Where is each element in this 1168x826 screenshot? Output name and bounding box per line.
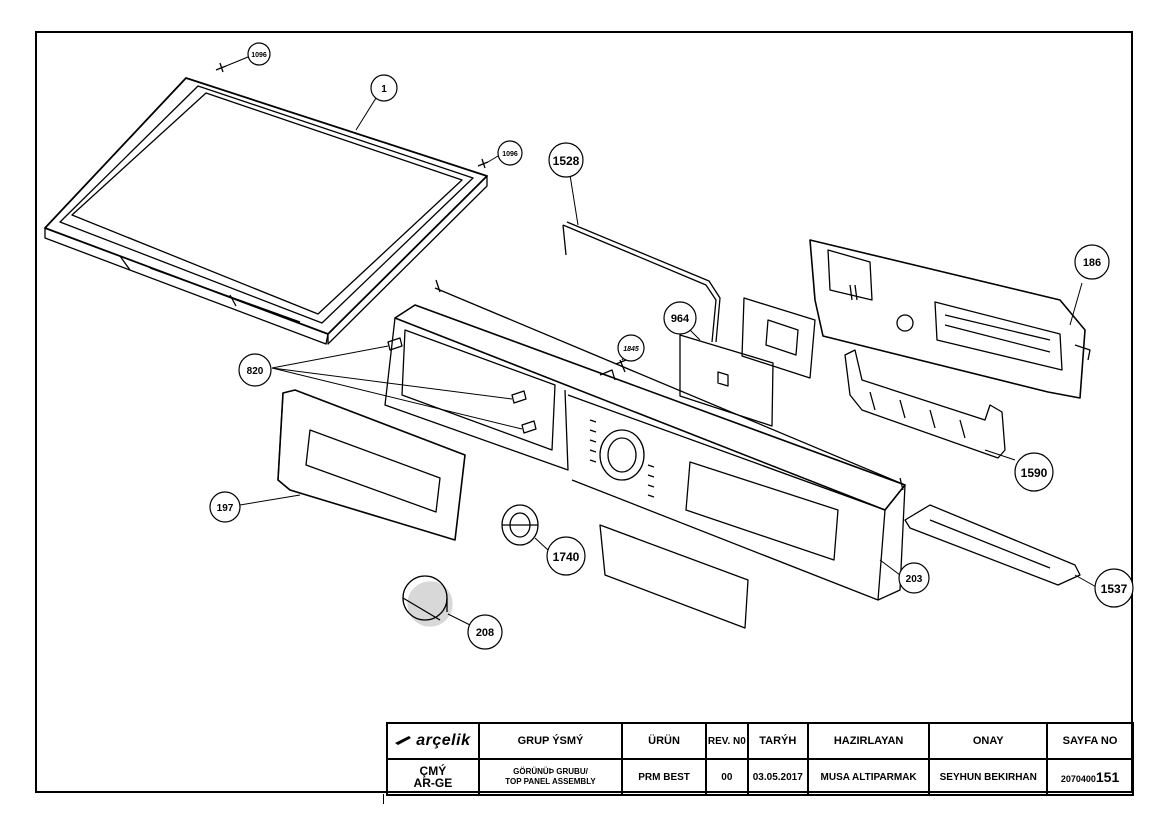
callout-820: 820 [238,353,272,387]
control-board-186 [809,239,1091,399]
screw-panel-right [899,477,904,491]
header-product: ÜRÜN [621,722,707,760]
connector-block [741,297,816,379]
svg-text:1845: 1845 [623,346,639,353]
callout-1537: 1537 [1094,568,1134,608]
svg-text:1: 1 [381,84,387,95]
part-1537 [904,504,1081,586]
page-no-value: 2070400151 [1046,758,1134,796]
drawer-front-197 [277,389,466,541]
header-approval: ONAY [928,722,1049,760]
knob-208 [402,575,453,627]
callout-1528: 1528 [548,142,584,178]
screw-1845 [615,359,627,373]
logo-text: arçelik [416,732,471,749]
callout-208: 208 [467,614,503,650]
display-window-film [599,524,749,629]
clips-820 [387,337,537,434]
frame-tick-mark [383,794,384,804]
callout-203: 203 [898,562,930,594]
svg-text:197: 197 [217,503,234,514]
header-page-no: SAYFA NO [1046,722,1134,760]
svg-text:186: 186 [1083,257,1101,269]
svg-text:964: 964 [671,313,690,325]
logo-mark-icon [395,736,412,745]
header-rev-no: REV. N0 [704,722,749,760]
svg-text:203: 203 [906,574,923,585]
control-panel-housing-203 [384,287,906,601]
header-group-name: GRUP ÝSMÝ [477,722,624,760]
logo-cell: arçelik [386,722,480,760]
prepared-by-value: MUSA ALTIPARMAK [806,758,931,796]
wire-rod-1528 [562,221,721,343]
callout-186: 186 [1074,244,1110,280]
callout-1590: 1590 [1014,452,1054,492]
callout-1740: 1740 [546,536,586,576]
callout-1096-right: 1096 [497,140,523,166]
svg-text:1096: 1096 [251,52,267,59]
dept-line1: ÇMÝ [419,764,447,778]
svg-text:1590: 1590 [1021,466,1048,480]
rev-no-value: 00 [704,758,749,796]
top-cover-lid [44,77,488,345]
group-name-line2: TOP PANEL ASSEMBLY [505,777,596,786]
svg-text:1096: 1096 [502,151,518,158]
dept-line2: AR-GE [413,776,453,790]
approval-value: SEYHUN BEKIRHAN [928,758,1049,796]
screw-panel-left [435,279,441,293]
callout-1845: 1845 [617,334,645,362]
knob-ring-1740 [501,504,539,546]
svg-text:1537: 1537 [1101,582,1128,596]
dept-cell: ÇMÝ AR-GE [386,758,480,796]
screw-1096-left [215,62,227,73]
page-main: 151 [1095,769,1120,785]
product-value: PRM BEST [621,758,707,796]
group-name-line1: GÖRÜNÜÞ GRUBU/ [513,767,588,776]
arcelik-logo: arçelik [395,732,470,749]
svg-text:1740: 1740 [553,550,580,564]
callout-964: 964 [663,301,697,335]
board-964 [679,334,774,427]
header-rev-no-text: REV. N0 [707,736,746,747]
header-prepared-by: HAZIRLAYAN [806,722,931,760]
bracket-1590 [844,349,1006,459]
leader-lines [225,56,1099,626]
group-name-cell: GÖRÜNÜÞ GRUBU/ TOP PANEL ASSEMBLY [477,758,624,796]
header-date: TARÝH [746,722,809,760]
svg-text:208: 208 [476,627,494,639]
svg-text:820: 820 [247,366,264,377]
callout-1: 1 [370,74,398,102]
svg-text:1528: 1528 [553,154,580,168]
callout-197: 197 [209,491,241,523]
screw-1096-right [477,158,489,169]
page-prefix: 2070400 [1060,774,1096,784]
title-block: arçelik GRUP ÝSMÝ ÜRÜN REV. N0 TARÝH HAZ… [386,722,1134,796]
date-value: 03.05.2017 [746,758,809,796]
callout-1096-top: 1096 [247,42,271,66]
